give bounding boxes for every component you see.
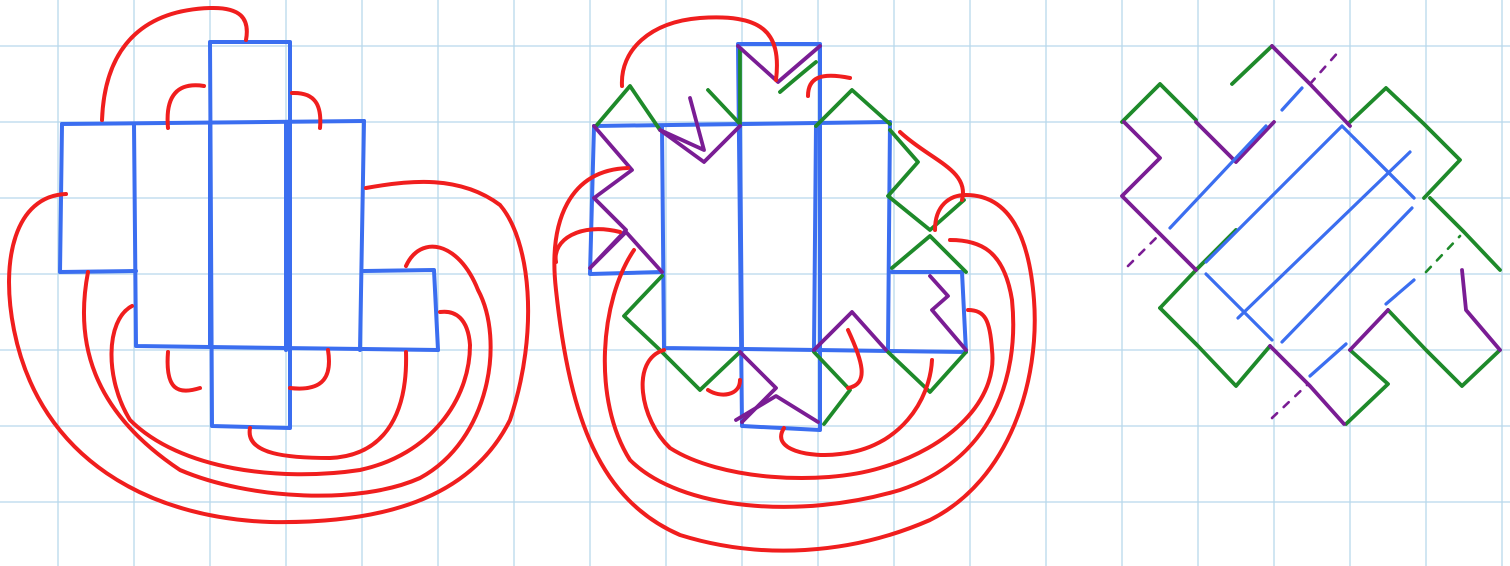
figure-rotated-knot-diagram (1122, 46, 1500, 424)
green-segments-3 (1122, 46, 1500, 424)
figure-grid-diagram-with-arcs (9, 8, 528, 522)
dashed-extensions-3 (1128, 50, 1460, 418)
green-zigzags (596, 48, 966, 424)
blue-grid-rectangles (60, 42, 438, 428)
red-arcs (9, 8, 528, 522)
figure-grid-diagram-with-zigzags (554, 17, 1034, 550)
